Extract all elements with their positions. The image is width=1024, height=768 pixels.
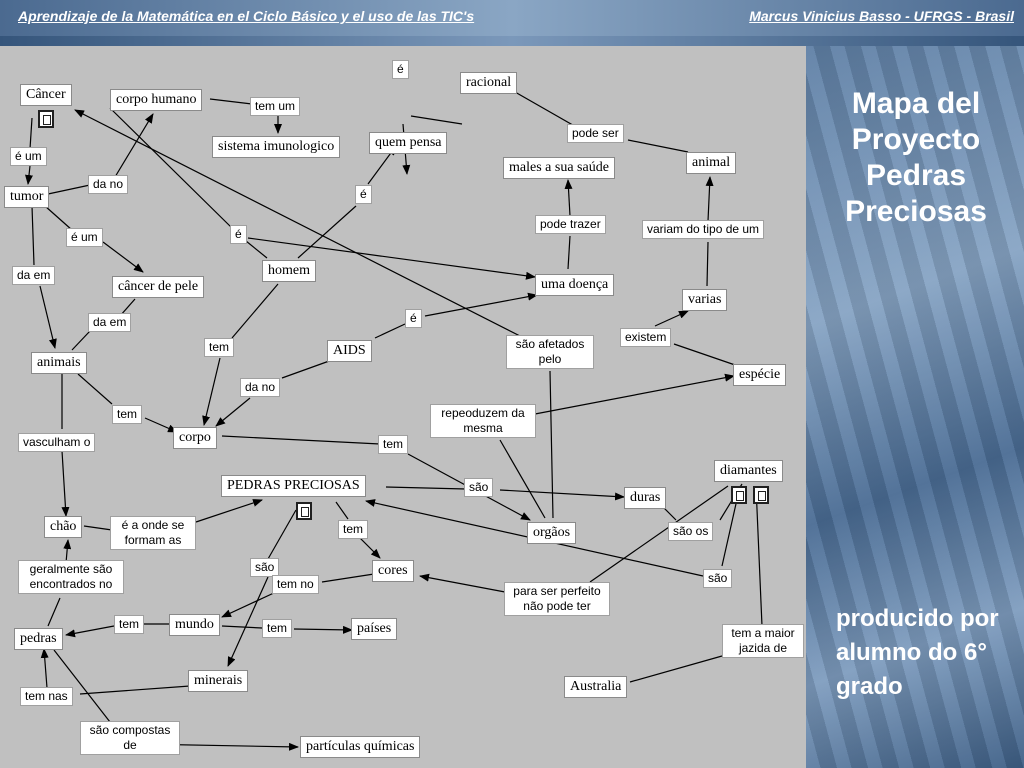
link-label[interactable]: tem xyxy=(204,338,235,357)
concept-cancer[interactable]: Câncer xyxy=(20,84,72,106)
link-label[interactable]: tem a maior jazida de xyxy=(722,624,804,658)
link-label[interactable]: são xyxy=(464,478,494,497)
document-icon[interactable] xyxy=(296,502,312,520)
link-label[interactable]: são xyxy=(250,558,280,577)
link-label[interactable]: são afetados pelo xyxy=(506,335,594,369)
header-divider xyxy=(0,36,1024,46)
link-label[interactable]: tem um xyxy=(250,97,301,116)
header-bar xyxy=(0,0,1024,36)
concept-paises[interactable]: países xyxy=(351,618,398,640)
concept-cores[interactable]: cores xyxy=(372,560,414,582)
link-label[interactable]: da no xyxy=(240,378,281,397)
page-subtitle: producido por alumno do 6° grado xyxy=(836,605,999,700)
link-label[interactable]: tem xyxy=(378,435,409,454)
concept-map-canvas: Câncer corpo humano sistema imunologico … xyxy=(0,46,806,768)
concept-animal[interactable]: animal xyxy=(686,152,737,174)
concept-pedras[interactable]: pedras xyxy=(14,628,63,650)
concept-orgaos[interactable]: orgãos xyxy=(527,522,577,544)
link-label[interactable]: tem nas xyxy=(20,687,73,706)
concept-varias[interactable]: varias xyxy=(682,289,728,311)
link-label[interactable]: tem xyxy=(338,520,369,539)
link-label[interactable]: pode ser xyxy=(567,124,624,143)
link-label[interactable]: tem no xyxy=(272,575,319,594)
document-icon[interactable] xyxy=(38,110,54,128)
concept-particulas-quimicas[interactable]: partículas químicas xyxy=(300,736,421,758)
link-label[interactable]: vasculham o xyxy=(18,433,96,452)
link-label[interactable]: é um xyxy=(10,147,47,166)
link-label[interactable]: da em xyxy=(12,266,56,285)
concept-animais[interactable]: animais xyxy=(31,352,87,374)
concept-australia[interactable]: Australia xyxy=(564,676,628,698)
link-label[interactable]: da no xyxy=(88,175,129,194)
link-label[interactable]: é xyxy=(230,225,247,244)
link-label[interactable]: são os xyxy=(668,522,714,541)
concept-uma-doenca[interactable]: uma doença xyxy=(535,274,615,296)
concept-quem-pensa[interactable]: quem pensa xyxy=(369,132,448,154)
concept-diamantes[interactable]: diamantes xyxy=(714,460,783,482)
link-label[interactable]: é um xyxy=(66,228,103,247)
concept-homem[interactable]: homem xyxy=(262,260,316,282)
link-label[interactable]: para ser perfeito não pode ter xyxy=(504,582,610,616)
link-label[interactable]: é xyxy=(392,60,409,79)
decorative-side-panel xyxy=(806,46,1024,768)
header-author: Marcus Vinicius Basso - UFRGS - Brasil xyxy=(749,8,1014,24)
concept-sistema-imunologico[interactable]: sistema imunologico xyxy=(212,136,341,158)
link-label[interactable]: da em xyxy=(88,313,132,332)
link-label[interactable]: pode trazer xyxy=(535,215,606,234)
link-label[interactable]: são compostas de xyxy=(80,721,180,755)
link-label[interactable]: tem xyxy=(114,615,145,634)
link-label[interactable]: geralmente são encontrados no xyxy=(18,560,124,594)
concept-racional[interactable]: racional xyxy=(460,72,518,94)
link-label[interactable]: é xyxy=(405,309,422,328)
link-label[interactable]: tem xyxy=(262,619,293,638)
concept-corpo[interactable]: corpo xyxy=(173,427,217,449)
link-label[interactable]: tem xyxy=(112,405,143,424)
concept-cancer-de-pele[interactable]: câncer de pele xyxy=(112,276,205,298)
link-label[interactable]: existem xyxy=(620,328,672,347)
concept-duras[interactable]: duras xyxy=(624,487,667,509)
concept-minerais[interactable]: minerais xyxy=(188,670,249,692)
document-icon[interactable] xyxy=(731,486,747,504)
concept-mundo[interactable]: mundo xyxy=(169,614,220,636)
concept-chao[interactable]: chão xyxy=(44,516,83,538)
concept-males-a-sua-saude[interactable]: males a sua saúde xyxy=(503,157,615,179)
page-title: Mapa del Proyecto Pedras Preciosas xyxy=(845,87,987,228)
header-course-title: Aprendizaje de la Matemática en el Ciclo… xyxy=(18,8,475,24)
document-icon[interactable] xyxy=(753,486,769,504)
concept-aids[interactable]: AIDS xyxy=(327,340,372,362)
link-label[interactable]: é xyxy=(355,185,372,204)
link-label[interactable]: repeoduzem da mesma xyxy=(430,404,536,438)
link-label[interactable]: é a onde se formam as xyxy=(110,516,196,550)
concept-tumor[interactable]: tumor xyxy=(4,186,50,208)
concept-especie[interactable]: espécie xyxy=(733,364,787,386)
concept-pedras-preciosas[interactable]: PEDRAS PRECIOSAS xyxy=(221,475,366,497)
link-label[interactable]: variam do tipo de um xyxy=(642,220,765,239)
link-label[interactable]: são xyxy=(703,569,733,588)
concept-corpo-humano[interactable]: corpo humano xyxy=(110,89,203,111)
